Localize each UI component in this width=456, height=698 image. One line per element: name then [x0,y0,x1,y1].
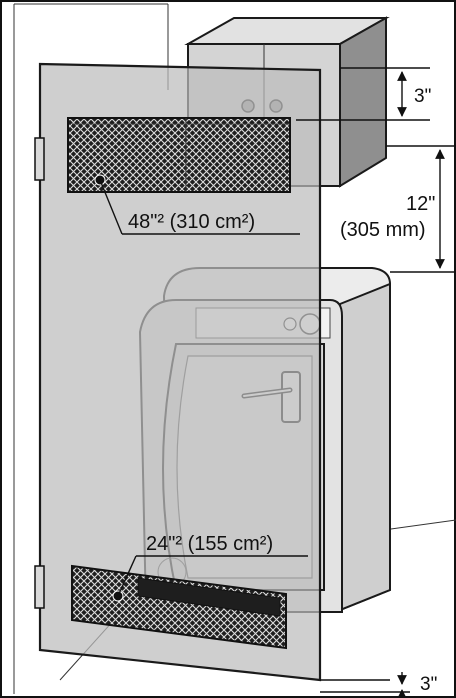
floor-gap-label: 3" [420,674,437,695]
door-hinge-icon [34,137,45,181]
cabinet-clearance-mm-label: (305 mm) [340,219,426,241]
lower-vent-area-label: 24"² (155 cm²) [146,533,273,555]
upper-vent-area-label: 48"² (310 cm²) [128,211,255,233]
cabinet-clearance-inch-label: 12" [406,193,435,215]
floor-gap-dimension [320,672,410,698]
door-hinge-icon [34,565,45,609]
cabinet-gap-dimension [296,67,430,121]
cabinet-gap-label: 3" [414,86,431,107]
cabinet-clearance-dimension [386,145,456,273]
upper-vent [67,117,300,235]
lower-vent [71,555,308,650]
